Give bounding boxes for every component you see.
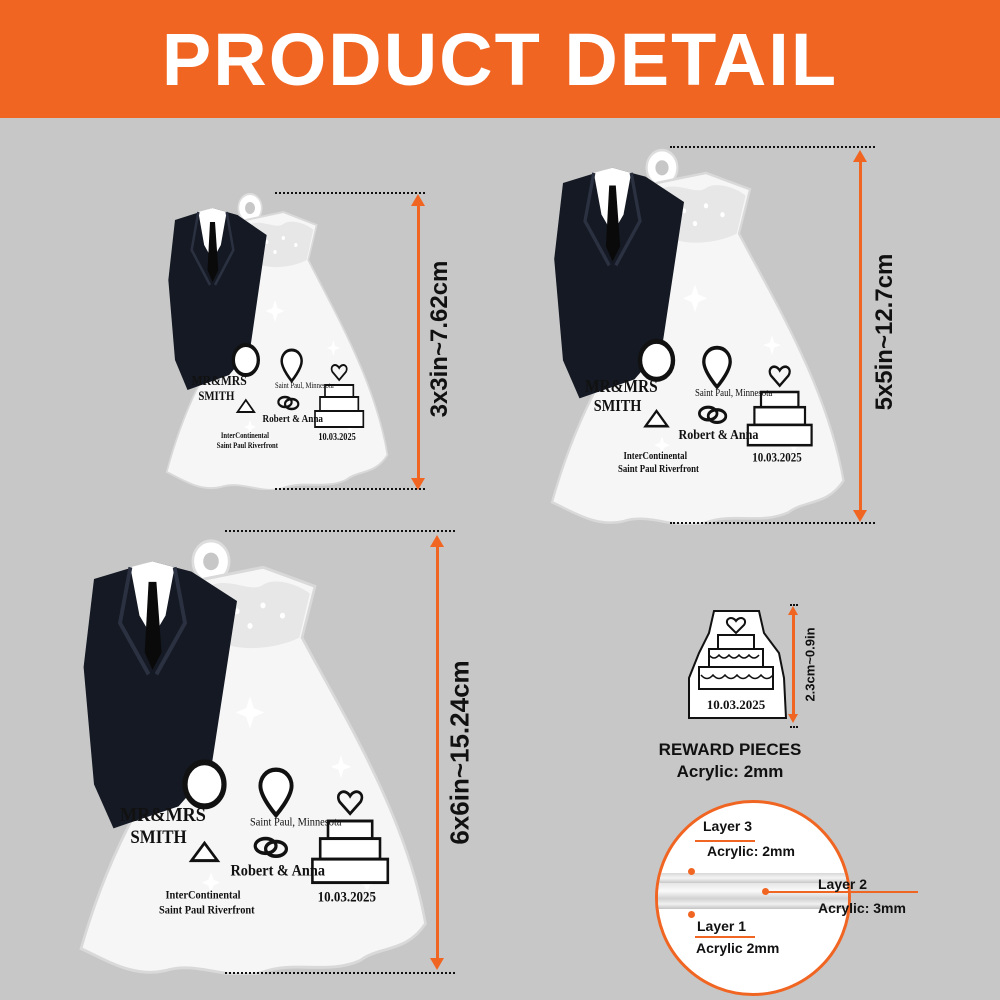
- couple-text: Robert & Anna: [231, 862, 326, 880]
- venue-line2-text: Saint Paul Riverfront: [159, 904, 255, 917]
- venue-line2-text: Saint Paul Riverfront: [217, 440, 279, 450]
- layer-1-pointer: [695, 936, 755, 938]
- couple-text: Robert & Anna: [679, 426, 759, 442]
- couple-text: Robert & Anna: [263, 413, 324, 425]
- layer-3-material: Acrylic: 2mm: [707, 843, 795, 859]
- layer-3-dot: [688, 868, 695, 875]
- size-label-medium: 5x5in~12.7cm: [871, 253, 898, 411]
- reward-material: Acrylic: 2mm: [676, 762, 784, 781]
- page-title: PRODUCT DETAIL: [161, 17, 839, 101]
- layer-2-dot: [762, 888, 769, 895]
- layer-3-name: Layer 3: [703, 818, 753, 834]
- acrylic-layer-2: [658, 883, 848, 899]
- ornament-medium: MR&MRS SMITH Saint Paul, Minnesota Rober…: [530, 145, 860, 525]
- names-top-text: MR&MRS: [192, 373, 247, 388]
- venue-line2-text: Saint Paul Riverfront: [618, 464, 700, 475]
- names-bottom-text: SMITH: [594, 397, 642, 415]
- venue-line1-text: InterContinental: [624, 452, 688, 463]
- location-text: Saint Paul, Minnesota: [250, 816, 342, 829]
- names-bottom-text: SMITH: [130, 826, 186, 847]
- date-text: 10.03.2025: [318, 889, 377, 905]
- reward-piece: 10.03.2025: [684, 603, 789, 728]
- ornament-large: MR&MRS SMITH Saint Paul, Minnesota Rober…: [55, 535, 445, 975]
- names-bottom-text: SMITH: [198, 388, 235, 403]
- acrylic-layer-3: [658, 873, 848, 883]
- layer-3-pointer: [695, 840, 755, 842]
- date-text: 10.03.2025: [752, 450, 802, 465]
- layer-2-material: Acrylic: 3mm: [818, 900, 906, 916]
- acrylic-layer-1: [658, 899, 848, 909]
- names-top-text: MR&MRS: [120, 804, 206, 826]
- venue-line1-text: InterContinental: [166, 889, 241, 902]
- layer-2-name: Layer 2: [818, 876, 868, 892]
- names-top-text: MR&MRS: [585, 376, 658, 396]
- reward-title: REWARD PIECES: [658, 740, 802, 759]
- reward-date-text: 10.03.2025: [707, 697, 766, 712]
- date-text: 10.03.2025: [318, 431, 356, 442]
- ornament-small: MR&MRS SMITH Saint Paul, Minnesota Rober…: [150, 190, 400, 490]
- size-label-small: 3x3in~7.62cm: [426, 260, 453, 418]
- layer-1-name: Layer 1: [697, 918, 747, 934]
- layer-cross-section: [655, 800, 851, 996]
- size-label-large: 6x6in~15.24cm: [444, 660, 475, 845]
- layer-1-dot: [688, 911, 695, 918]
- location-text: Saint Paul, Minnesota: [275, 380, 334, 390]
- location-text: Saint Paul, Minnesota: [695, 388, 773, 399]
- reward-size-label: 2.3cm~0.9in: [802, 627, 818, 702]
- layer-1-material: Acrylic 2mm: [696, 940, 780, 956]
- header-banner: PRODUCT DETAIL: [0, 0, 1000, 118]
- venue-line1-text: InterContinental: [221, 430, 269, 440]
- layer-2-pointer: [766, 891, 918, 893]
